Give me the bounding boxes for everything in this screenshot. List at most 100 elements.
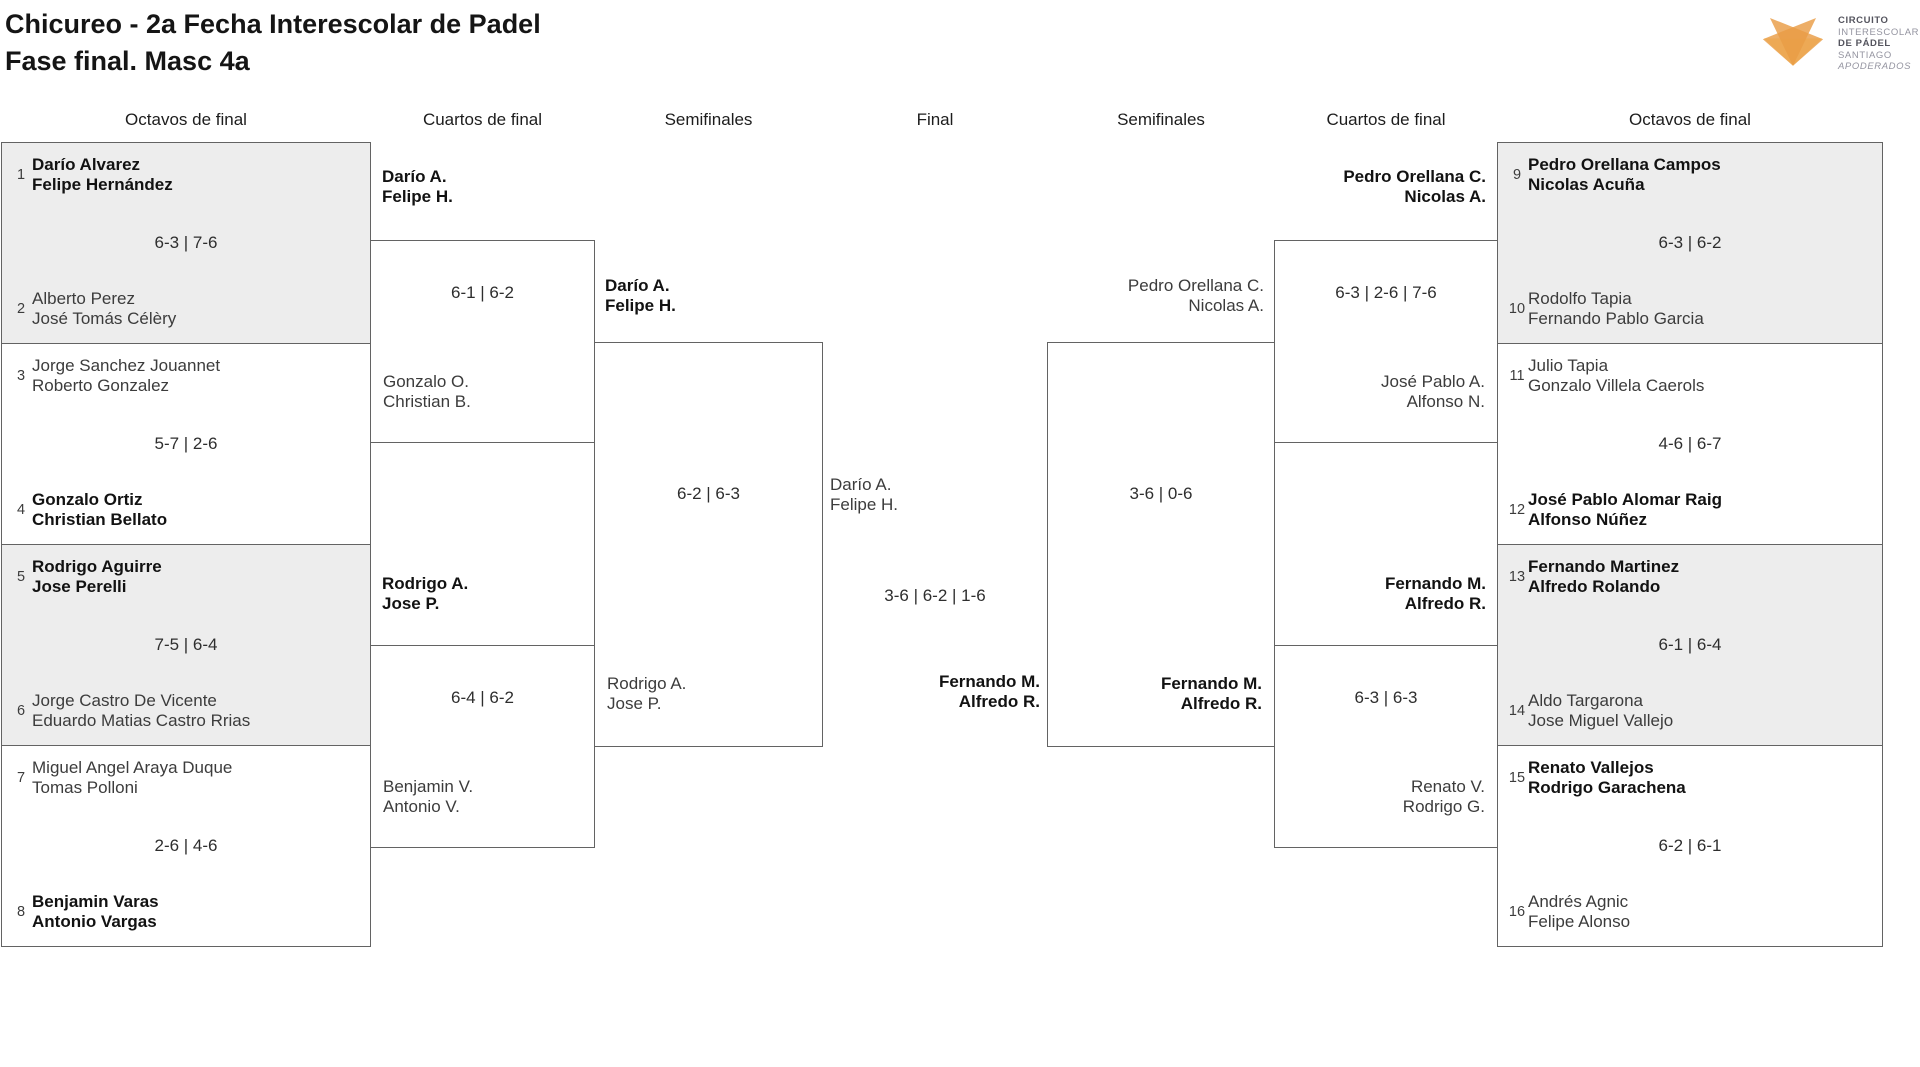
page-title-line2: Fase final. Masc 4a [5, 46, 250, 76]
player-name: Antonio Vargas [32, 912, 157, 931]
match-score: 6-3 | 6-3 [1354, 688, 1418, 707]
player-name: Antonio V. [383, 797, 460, 816]
match-score: 3-6 | 0-6 [1129, 484, 1193, 503]
player-name: Christian B. [383, 392, 471, 411]
player-name: Alfredo R. [1404, 594, 1486, 613]
player-name: Nicolas A. [1404, 187, 1486, 206]
player-name: Roberto Gonzalez [32, 376, 170, 395]
player-name: Darío Alvarez [32, 155, 141, 174]
player-name: José Pablo A. [1381, 372, 1485, 391]
seed-number: 14 [1508, 703, 1526, 719]
player-name: Rodolfo Tapia [1528, 289, 1632, 308]
round-header-cuartos-left: Cuartos de final [422, 110, 543, 129]
player-name: Jose Perelli [32, 577, 127, 596]
team-names: Darío Alvarez Felipe Hernández [32, 155, 173, 195]
team-names: Aldo Targarona Jose Miguel Vallejo [1528, 691, 1673, 731]
seed-number: 6 [16, 703, 26, 719]
player-name: Aldo Targarona [1528, 691, 1643, 710]
cuartos-right-2-loser: Renato V. Rodrigo G. [1403, 777, 1485, 817]
player-name: Tomas Polloni [32, 778, 138, 797]
player-name: Rodrigo G. [1402, 797, 1485, 816]
player-name: Felipe Alonso [1528, 912, 1631, 931]
seed-number: 1 [16, 167, 26, 183]
team-row: 6 Jorge Castro De Vicente Eduardo Matias… [10, 689, 362, 733]
player-name: Felipe H. [830, 495, 899, 514]
player-name: Alberto Perez [32, 289, 135, 308]
player-name: Jorge Sanchez Jouannet [32, 356, 221, 375]
player-name: Jose P. [607, 694, 662, 713]
player-name: Gonzalo Villela Caerols [1528, 376, 1705, 395]
player-name: Alfredo Rolando [1528, 577, 1661, 596]
team-names: Fernando Martinez Alfredo Rolando [1528, 557, 1679, 597]
final-score: 3-6 | 6-2 | 1-6 [884, 586, 986, 605]
semifinal-right-loser: Pedro Orellana C. Nicolas A. [1128, 276, 1264, 316]
match-box-octavos-11-12: 11 Julio Tapia Gonzalo Villela Caerols 4… [1497, 343, 1883, 545]
team-names: Julio Tapia Gonzalo Villela Caerols [1528, 356, 1704, 396]
match-box-octavos-3-4: 3 Jorge Sanchez Jouannet Roberto Gonzale… [1, 343, 371, 545]
player-name: Eduardo Matias Castro Rrias [32, 711, 251, 730]
semifinal-right-winner: Fernando M. Alfredo R. [1161, 674, 1262, 714]
player-name: Renato Vallejos [1528, 758, 1654, 777]
player-name: Darío A. [382, 167, 447, 186]
seed-number: 16 [1508, 904, 1526, 920]
player-name: Renato V. [1410, 777, 1485, 796]
player-name: Jose P. [382, 594, 440, 613]
team-row: 4 Gonzalo Ortiz Christian Bellato [10, 488, 362, 532]
team-row: 1 Darío Alvarez Felipe Hernández [10, 153, 362, 197]
player-name: Jorge Castro De Vicente [32, 691, 217, 710]
player-name: Benjamin Varas [32, 892, 159, 911]
round-header-octavos-left: Octavos de final [125, 110, 247, 129]
circuito-logo-icon [1762, 17, 1824, 66]
player-name: Julio Tapia [1528, 356, 1609, 375]
seed-number: 10 [1508, 301, 1526, 317]
player-name: José Pablo Alomar Raig [1528, 490, 1722, 509]
team-names: Jorge Castro De Vicente Eduardo Matias C… [32, 691, 250, 731]
player-name: Pedro Orellana Campos [1528, 155, 1721, 174]
match-box-octavos-15-16: 15 Renato Vallejos Rodrigo Garachena 6-2… [1497, 745, 1883, 947]
player-name: José Tomás Célèry [32, 309, 177, 328]
team-row: 12 José Pablo Alomar Raig Alfonso Núñez [1506, 488, 1874, 532]
player-name: Rodrigo Garachena [1528, 778, 1686, 797]
team-row: 16 Andrés Agnic Felipe Alonso [1506, 890, 1874, 934]
team-row: 5 Rodrigo Aguirre Jose Perelli [10, 555, 362, 599]
seed-number: 5 [16, 569, 26, 585]
match-score: 7-5 | 6-4 [154, 635, 218, 654]
match-box-semifinal-right: 3-6 | 0-6 Fernando M. Alfredo R. [1047, 342, 1275, 747]
player-name: Fernando Martinez [1528, 557, 1680, 576]
player-name: Fernando Pablo Garcia [1528, 309, 1704, 328]
round-header-octavos-right: Octavos de final [1629, 110, 1751, 129]
player-name: Rodrigo A. [382, 574, 469, 593]
logo-line-santiago: SANTIAGO [1838, 49, 1892, 61]
match-box-cuartos-left-2: 6-4 | 6-2 Benjamin V. Antonio V. [370, 645, 595, 848]
cuartos-left-2-loser: Benjamin V. Antonio V. [383, 777, 473, 817]
player-name: Felipe H. [382, 187, 453, 206]
player-name: Miguel Angel Araya Duque [32, 758, 233, 777]
seed-number: 2 [16, 301, 26, 317]
seed-number: 3 [16, 368, 26, 384]
player-name: Felipe H. [605, 296, 676, 315]
team-row: 9 Pedro Orellana Campos Nicolas Acuña [1506, 153, 1874, 197]
logo-line-apoderados: APODERADOS [1838, 61, 1912, 73]
match-box-octavos-5-6: 5 Rodrigo Aguirre Jose Perelli 7-5 | 6-4… [1, 544, 371, 746]
team-names: Renato Vallejos Rodrigo Garachena [1528, 758, 1686, 798]
match-score: 5-7 | 2-6 [154, 434, 218, 453]
round-header-final: Final [916, 110, 954, 129]
cuartos-left-1-winner: Darío A. Felipe H. [382, 167, 453, 207]
player-name: Darío A. [830, 475, 892, 494]
seed-number: 9 [1512, 167, 1522, 183]
match-box-octavos-1-2: 1 Darío Alvarez Felipe Hernández 6-3 | 7… [1, 142, 371, 344]
seed-number: 11 [1509, 368, 1525, 384]
seed-number: 13 [1508, 569, 1526, 585]
player-name: Fernando M. [938, 672, 1040, 691]
player-name: Andrés Agnic [1528, 892, 1629, 911]
player-name: Fernando M. [1160, 674, 1262, 693]
match-score: 6-1 | 6-4 [1658, 635, 1722, 654]
match-box-cuartos-right-1: 6-3 | 2-6 | 7-6 José Pablo A. Alfonso N. [1274, 240, 1498, 443]
player-name: Nicolas A. [1188, 296, 1264, 315]
team-row: 10 Rodolfo Tapia Fernando Pablo Garcia [1506, 287, 1874, 331]
player-name: Darío A. [605, 276, 670, 295]
player-name: Gonzalo O. [383, 372, 469, 391]
player-name: Rodrigo A. [607, 674, 687, 693]
team-names: Benjamin Varas Antonio Vargas [32, 892, 159, 932]
